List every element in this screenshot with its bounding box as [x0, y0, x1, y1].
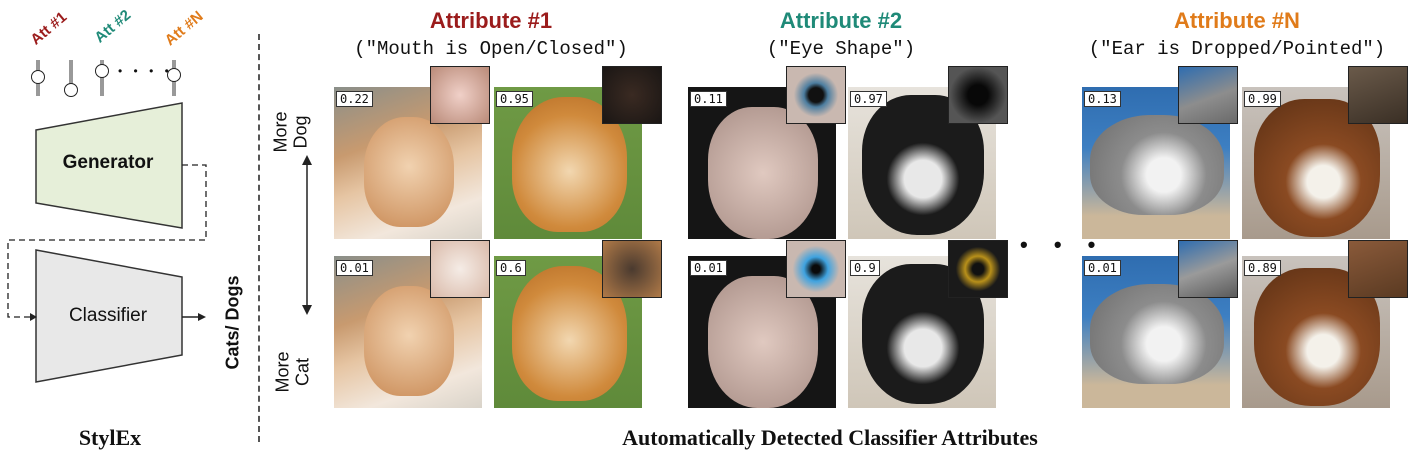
score-label: 0.01 — [336, 260, 373, 276]
attribute-title-n: Attribute #N — [1174, 8, 1300, 33]
score-label: 0.11 — [690, 91, 727, 107]
arrow-head-classifier-out — [198, 313, 206, 321]
zoom-crop-mouth — [430, 240, 490, 298]
zoom-crop-ear — [1348, 66, 1408, 124]
attribute-subtitle-2: ("Eye Shape") — [766, 38, 916, 60]
axis-label-more-cat: More Cat — [272, 351, 313, 393]
score-label: 0.01 — [1084, 260, 1121, 276]
zoom-crop-eye — [786, 240, 846, 298]
score-label: 0.99 — [1244, 91, 1281, 107]
score-label: 0.22 — [336, 91, 373, 107]
classifier-shape — [35, 249, 183, 383]
image-brown-dog-top — [1242, 87, 1390, 239]
axis-label-more-dog: More Dog — [270, 111, 311, 153]
main-caption: Automatically Detected Classifier Attrib… — [622, 425, 1038, 450]
arrow-head-classifier-in — [30, 313, 37, 321]
generator-label: Generator — [62, 152, 154, 173]
classifier-label: Classifier — [68, 305, 148, 326]
attribute-subtitle-n: ("Ear is Dropped/Pointed") — [1088, 38, 1386, 60]
zoom-crop-eye — [786, 66, 846, 124]
output-label: Cats/ Dogs — [222, 275, 243, 370]
zoom-crop-eye — [948, 240, 1008, 298]
zoom-crop-mouth — [602, 240, 662, 298]
score-label: 0.6 — [496, 260, 526, 276]
architecture-diagram — [7, 102, 207, 383]
axis-arrow — [302, 155, 312, 315]
score-label: 0.9 — [850, 260, 880, 276]
zoom-crop-ear — [1178, 66, 1238, 124]
attribute-title-1: Attribute #1 — [429, 8, 553, 33]
score-label: 0.13 — [1084, 91, 1121, 107]
attribute-title-2: Attribute #2 — [779, 8, 903, 33]
slider-ellipsis: • • • • — [118, 64, 173, 78]
attribute-subtitle-1: ("Mouth is Open/Closed") — [354, 38, 628, 60]
image-cat-closed-mouth — [334, 256, 482, 408]
panel-divider — [258, 34, 260, 442]
zoom-crop-mouth — [602, 66, 662, 124]
zoom-crop-ear — [1178, 240, 1238, 298]
image-dog-open-mouth — [494, 87, 642, 239]
image-sphynx-cat-top — [688, 87, 836, 239]
image-grey-cat-bottom — [1082, 256, 1230, 408]
score-label: 0.01 — [690, 260, 727, 276]
score-label: 0.95 — [496, 91, 533, 107]
zoom-crop-mouth — [430, 66, 490, 124]
generator-to-classifier-connector — [7, 164, 207, 318]
stylex-caption: StylEx — [78, 425, 142, 450]
score-label: 0.89 — [1244, 260, 1281, 276]
generator-shape — [35, 102, 183, 229]
zoom-crop-eye — [948, 66, 1008, 124]
score-label: 0.97 — [850, 91, 887, 107]
zoom-crop-ear — [1348, 240, 1408, 298]
